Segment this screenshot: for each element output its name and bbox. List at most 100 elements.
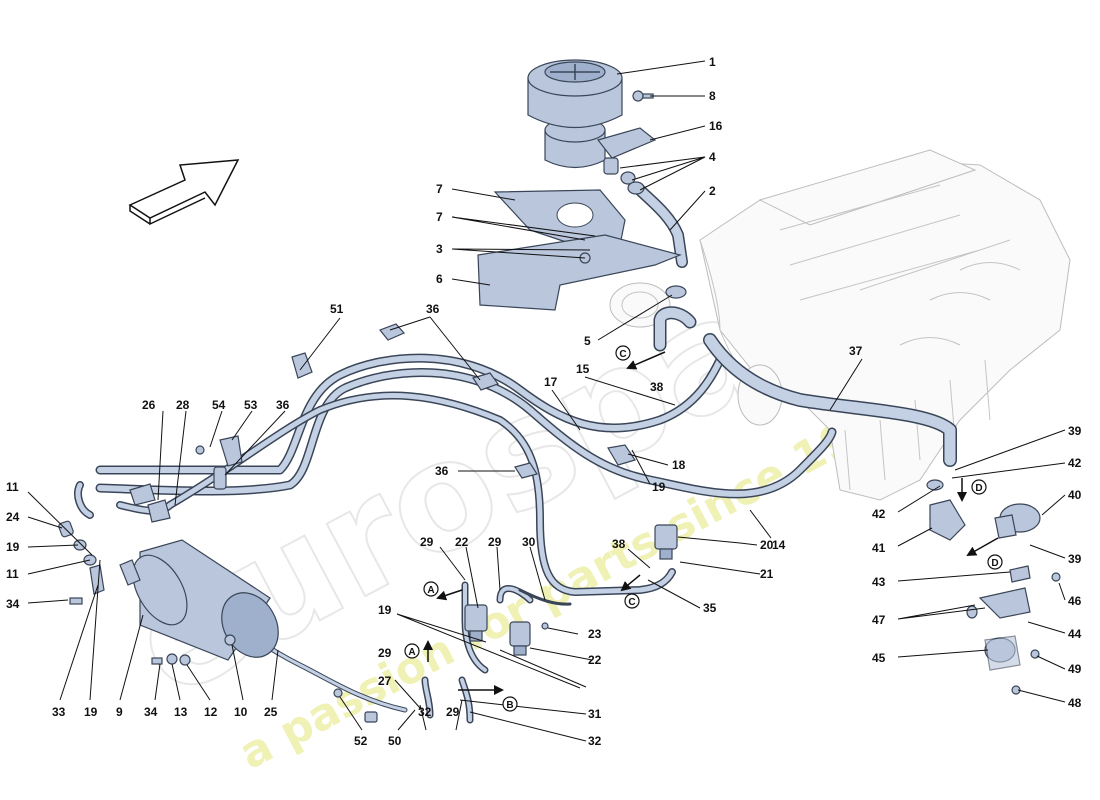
callout-38a[interactable]: 38 [650,380,664,394]
callout-29b[interactable]: 29 [488,535,502,549]
callout-44[interactable]: 44 [1068,627,1082,641]
callout-51[interactable]: 51 [330,302,344,316]
flow-reference-markers: C A B A C D D [404,345,1003,712]
callout-40[interactable]: 40 [1068,488,1082,502]
svg-text:D: D [975,483,982,494]
callout-54[interactable]: 54 [212,398,226,412]
secondary-air-pump [527,59,623,169]
callout-45[interactable]: 45 [872,651,886,665]
callout-22a[interactable]: 22 [455,535,469,549]
callout-28[interactable]: 28 [176,398,190,412]
callout-9[interactable]: 9 [116,705,123,719]
callout-29d[interactable]: 29 [446,705,460,719]
callout-4[interactable]: 4 [709,150,716,164]
callout-20[interactable]: 20 [760,538,774,552]
clamp-36b [472,372,499,391]
callout-34b[interactable]: 34 [144,705,158,719]
callout-39a[interactable]: 39 [1068,424,1082,438]
callout-32a[interactable]: 32 [418,705,432,719]
washer-10 [224,634,236,646]
callout-25[interactable]: 25 [264,705,278,719]
callout-36a[interactable]: 36 [426,302,440,316]
clip-51 [291,352,313,379]
callout-27[interactable]: 27 [378,674,392,688]
callout-31[interactable]: 31 [588,707,602,721]
callout-52[interactable]: 52 [354,734,368,748]
callout-19d[interactable]: 19 [378,603,392,617]
bracket-44 [978,587,1031,619]
callout-8[interactable]: 8 [709,89,716,103]
callout-48[interactable]: 48 [1068,696,1082,710]
callout-29c[interactable]: 29 [378,646,392,660]
callout-19b[interactable]: 19 [6,540,20,554]
callout-49[interactable]: 49 [1068,662,1082,676]
callout-5[interactable]: 5 [584,334,591,348]
pipe-network [74,184,964,724]
callout-35[interactable]: 35 [703,601,717,615]
callout-33[interactable]: 33 [52,705,66,719]
callout-24[interactable]: 24 [6,510,20,524]
callout-6[interactable]: 6 [436,272,443,286]
callout-11a[interactable]: 11 [6,480,19,494]
callout-34a[interactable]: 34 [6,597,20,611]
callout-12[interactable]: 12 [204,705,218,719]
callout-17[interactable]: 17 [544,375,558,389]
valve-45 [984,635,1021,671]
callout-21[interactable]: 21 [760,567,774,581]
clamp-42 [926,479,944,491]
callout-43[interactable]: 43 [872,575,886,589]
cable-30 [518,588,572,606]
carbon-canister [119,539,279,661]
callout-42a[interactable]: 42 [1068,456,1082,470]
marker-d-lower: D [987,554,1003,570]
callout-2[interactable]: 2 [709,184,716,198]
callout-1[interactable]: 1 [709,55,716,69]
marker-c-lower: C [624,593,640,609]
callout-19a[interactable]: 19 [652,480,666,494]
callout-39b[interactable]: 39 [1068,552,1082,566]
bracket-53 [219,435,243,467]
svg-text:C: C [628,597,635,608]
fitting-4 [603,157,645,195]
callout-11b[interactable]: 11 [6,567,19,581]
callout-36c[interactable]: 36 [435,464,449,478]
callout-50[interactable]: 50 [388,734,402,748]
callout-47[interactable]: 47 [872,613,886,627]
clamp-36c [514,462,538,479]
callout-41[interactable]: 41 [872,541,886,555]
callout-26[interactable]: 26 [142,398,156,412]
callout-3[interactable]: 3 [436,242,443,256]
marker-a-lower: A [404,643,420,659]
sensor-18 [607,444,636,466]
callout-10[interactable]: 10 [234,705,248,719]
callout-38b[interactable]: 38 [612,537,626,551]
callout-7b[interactable]: 7 [436,210,443,224]
callout-36b[interactable]: 36 [276,398,290,412]
callout-7a[interactable]: 7 [436,182,443,196]
solenoid-valve-20 [654,524,678,560]
hose-41 [929,499,966,541]
callout-14[interactable]: 14 [772,538,786,552]
leader-lines [27,60,1066,742]
callout-53[interactable]: 53 [244,398,258,412]
callout-15[interactable]: 15 [576,362,590,376]
callout-46[interactable]: 46 [1068,594,1082,608]
marker-b-right: B [502,696,518,712]
clamp-5 [665,285,687,299]
callout-42b[interactable]: 42 [872,507,886,521]
gasket-43 [1009,565,1031,583]
callout-32b[interactable]: 32 [588,734,602,748]
svg-text:C: C [619,349,626,360]
callout-37[interactable]: 37 [849,344,863,358]
callout-23[interactable]: 23 [588,627,602,641]
callout-29a[interactable]: 29 [420,535,434,549]
svg-text:A: A [427,585,434,596]
callout-13[interactable]: 13 [174,705,188,719]
callout-30[interactable]: 30 [522,535,536,549]
components [58,59,1061,723]
callout-16[interactable]: 16 [709,119,723,133]
callout-22b[interactable]: 22 [588,653,602,667]
callout-18[interactable]: 18 [672,458,686,472]
washer-47 [966,605,978,619]
callout-19c[interactable]: 19 [84,705,98,719]
